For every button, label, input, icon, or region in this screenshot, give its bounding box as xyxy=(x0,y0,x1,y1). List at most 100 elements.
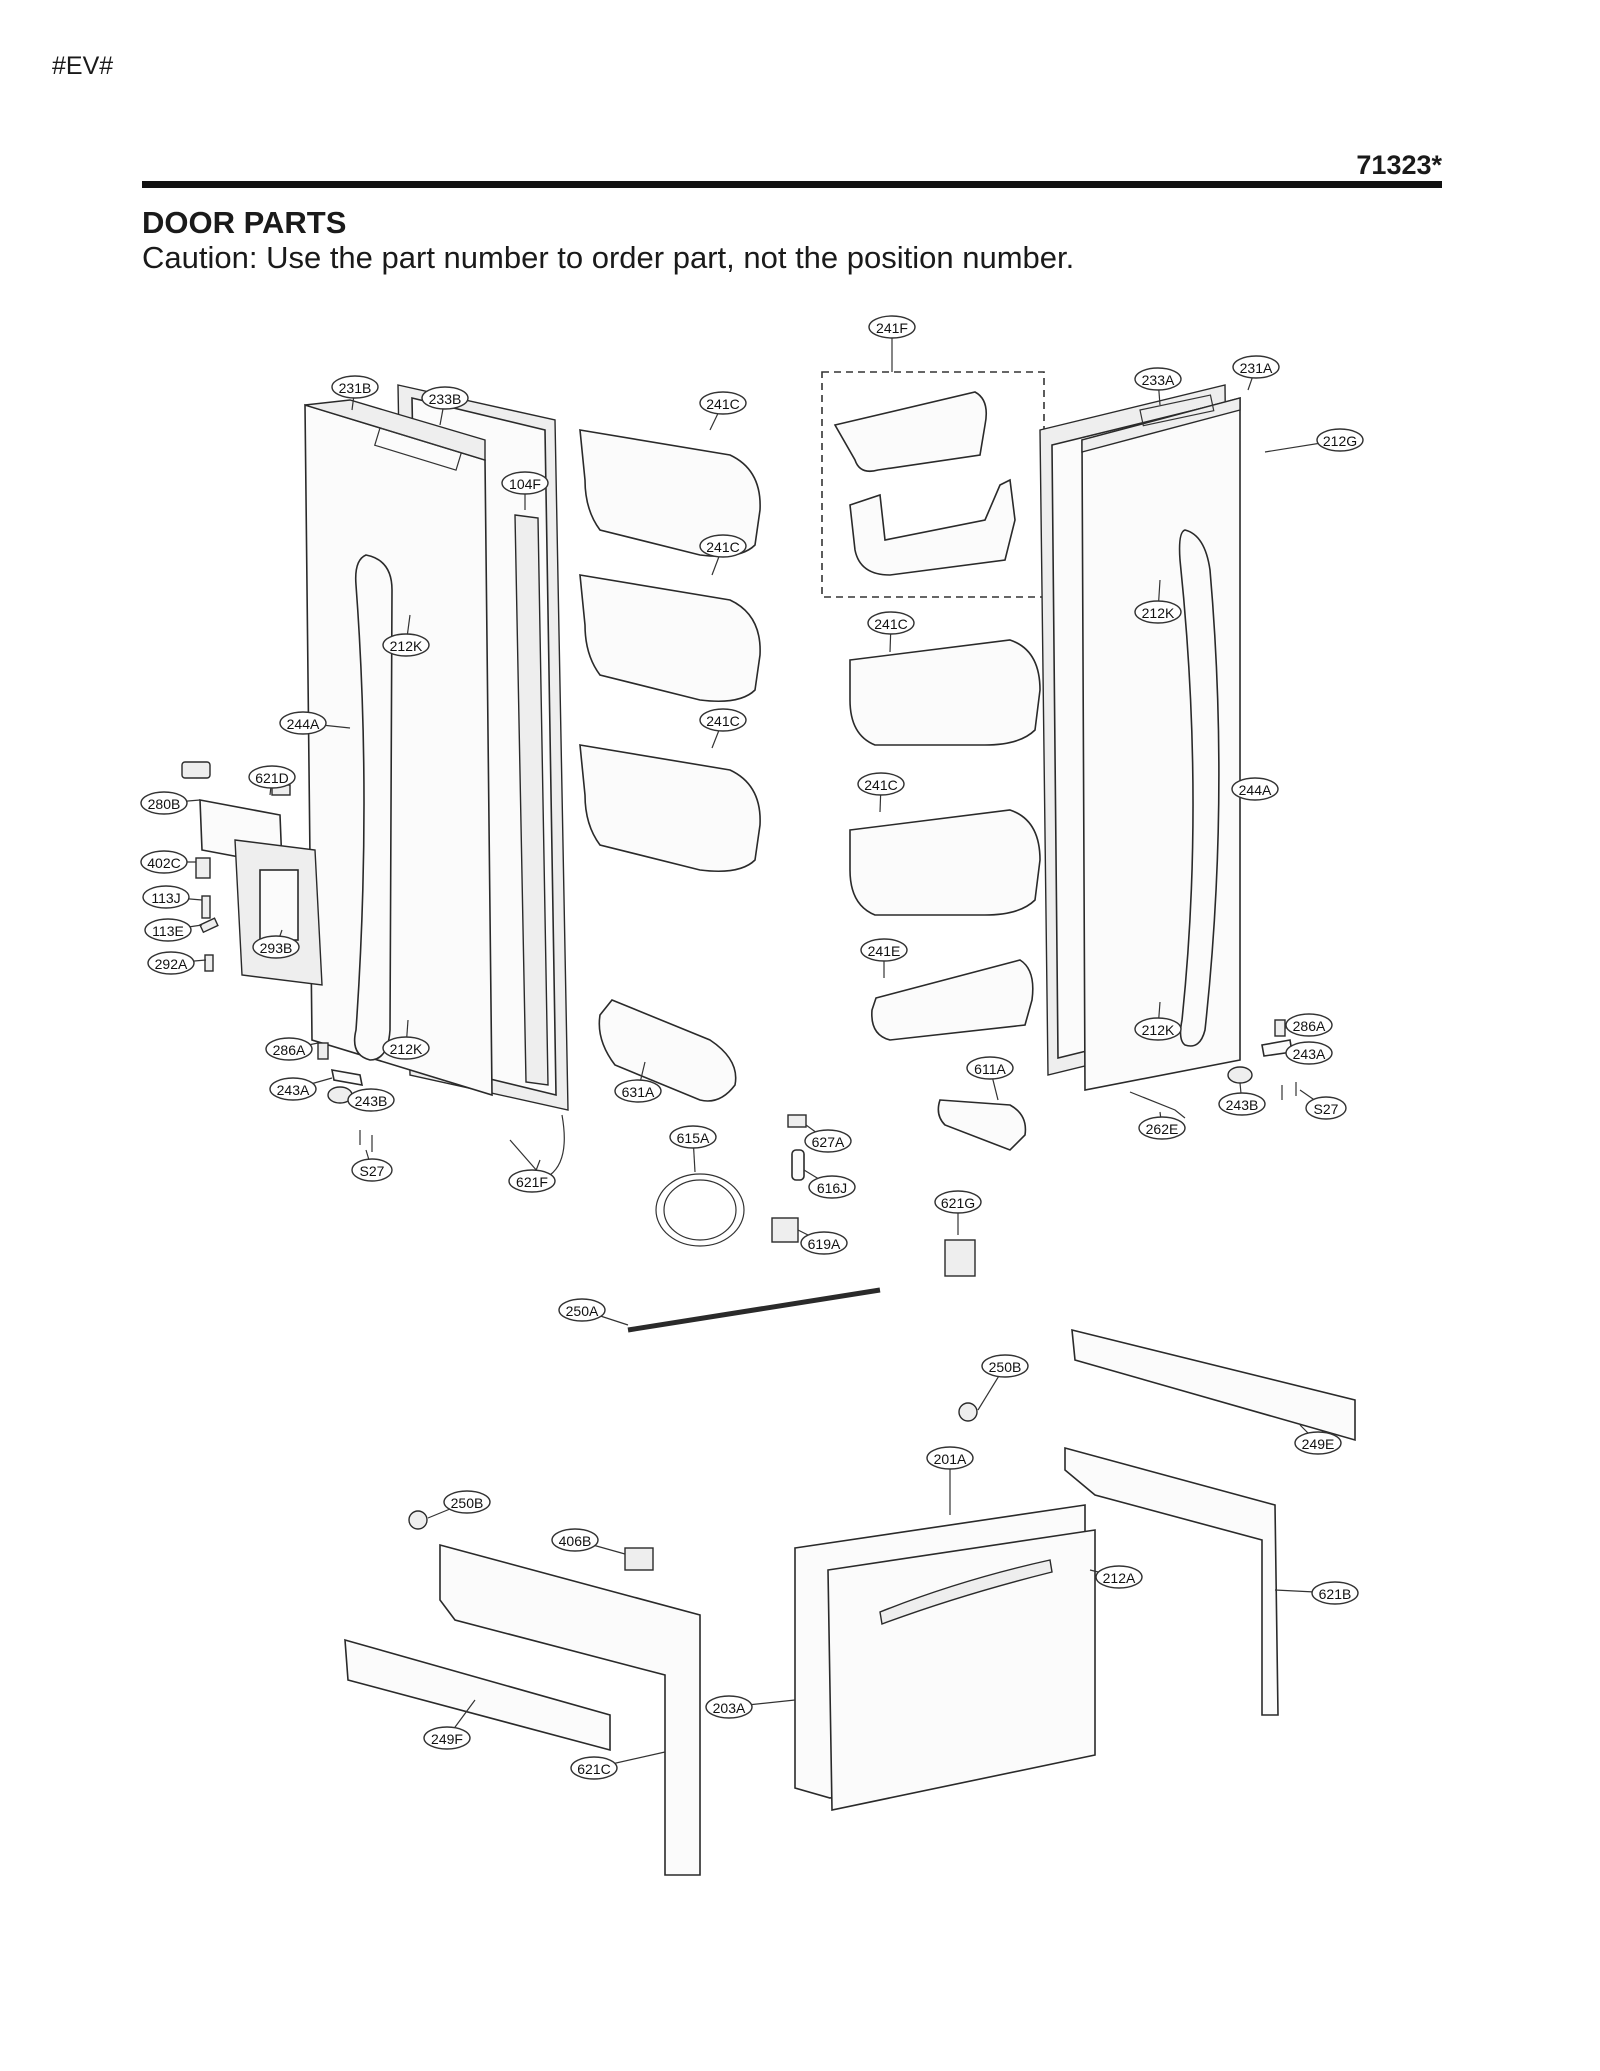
part-callout: 203A xyxy=(705,1695,796,1719)
callout-oval xyxy=(1134,367,1182,391)
callout-oval xyxy=(508,1169,556,1193)
water-filter xyxy=(937,1099,1027,1151)
part-callout: 241C xyxy=(699,391,747,431)
callout-oval xyxy=(269,1077,317,1101)
callout-label: 627A xyxy=(812,1134,845,1150)
part-callout: 406B xyxy=(551,1528,626,1555)
callout-label: 280B xyxy=(148,796,181,812)
part-callout: 241C xyxy=(699,534,747,576)
callout-oval xyxy=(1294,1431,1342,1455)
callout-oval xyxy=(926,1446,974,1470)
callout-oval xyxy=(1232,355,1280,379)
right-door-assembly xyxy=(1039,384,1241,1091)
callout-oval xyxy=(860,938,908,962)
callout-label: 249F xyxy=(431,1731,463,1747)
part-callout: 250B xyxy=(427,1490,491,1519)
callout-label: 619A xyxy=(808,1236,841,1252)
callout-label: 243A xyxy=(1293,1046,1326,1062)
callout-label: 113E xyxy=(152,923,184,939)
part-callout: 615A xyxy=(669,1125,717,1173)
left-door-panel xyxy=(304,403,493,1097)
callout-label: 212K xyxy=(390,638,423,654)
callout-label: 241E xyxy=(868,943,901,959)
callout-oval xyxy=(808,1175,856,1199)
callout-oval xyxy=(1311,1581,1359,1605)
part-callout: 250B xyxy=(977,1354,1029,1411)
callout-oval xyxy=(804,1129,852,1153)
callout-label: 241C xyxy=(864,777,897,793)
water-valve xyxy=(771,1217,799,1243)
callout-label: 250A xyxy=(566,1303,599,1319)
model-number: 71323* xyxy=(1356,150,1442,180)
callout-oval xyxy=(331,375,379,399)
door-bin xyxy=(579,744,761,873)
callout-label: 249E xyxy=(1302,1436,1335,1452)
part-callout: 262E xyxy=(1138,1111,1186,1140)
part-callout: 212G xyxy=(1264,428,1364,453)
part-callout: 286A xyxy=(1284,1013,1333,1037)
part-callout: 231A xyxy=(1232,355,1280,391)
part-callout: 244A xyxy=(279,711,351,735)
part-callout: 212K xyxy=(382,1019,430,1060)
part-callout: 243A xyxy=(1285,1041,1333,1065)
callout-label: 616J xyxy=(817,1180,847,1196)
callout-label: 241C xyxy=(706,396,739,412)
roller-gear xyxy=(958,1402,978,1422)
callout-oval xyxy=(1134,600,1182,624)
callout-oval xyxy=(1231,777,1279,801)
callout-oval xyxy=(347,1088,395,1112)
left-door-bins xyxy=(579,429,761,1102)
part-callout: 212K xyxy=(1134,579,1182,624)
part-callout: 201A xyxy=(926,1446,974,1515)
door-bin-small xyxy=(598,999,737,1102)
caution-note: Caution: Use the part number to order pa… xyxy=(142,240,1075,275)
callout-oval xyxy=(147,951,195,975)
left-door-assembly xyxy=(304,384,569,1111)
callout-label: 231B xyxy=(339,380,372,396)
callout-label: 243B xyxy=(1226,1097,1259,1113)
part-callout: 104F xyxy=(501,471,549,510)
callout-oval xyxy=(614,1079,662,1103)
callout-label: 203A xyxy=(713,1700,746,1716)
callout-label: 212A xyxy=(1103,1570,1136,1586)
bin-group-box xyxy=(821,371,1045,598)
freezer-drawer-assembly xyxy=(344,1328,1356,1876)
callout-label: 262E xyxy=(1146,1121,1179,1137)
callout-label: 241C xyxy=(706,539,739,555)
callout-oval xyxy=(382,1036,430,1060)
callout-oval xyxy=(705,1695,753,1719)
callout-oval xyxy=(1138,1116,1186,1140)
callout-oval xyxy=(1218,1092,1266,1116)
callout-label: 621F xyxy=(516,1174,548,1190)
callout-oval xyxy=(144,918,192,942)
callout-oval xyxy=(1095,1565,1143,1589)
part-callout: 621F xyxy=(508,1159,556,1193)
page-title: DOOR PARTS xyxy=(142,205,347,240)
part-callout: 243B xyxy=(347,1088,395,1112)
callout-label: 286A xyxy=(1293,1018,1326,1034)
callout-label: 231A xyxy=(1240,360,1273,376)
callout-label: 244A xyxy=(1239,782,1272,798)
callout-label: 402C xyxy=(147,855,180,871)
dispenser-assembly xyxy=(181,761,323,986)
callout-oval xyxy=(699,391,747,415)
callout-oval xyxy=(1285,1013,1333,1037)
part-callout: 243A xyxy=(269,1077,333,1101)
callout-label: 293B xyxy=(260,940,293,956)
callout-oval xyxy=(699,708,747,732)
callout-label: 621C xyxy=(577,1761,610,1777)
callout-label: 250B xyxy=(451,1495,484,1511)
part-callout: 616J xyxy=(803,1169,856,1199)
part-callout: 280B xyxy=(140,791,201,815)
part-callout: 611A xyxy=(966,1056,1014,1101)
left-door-handle xyxy=(353,554,393,1061)
callout-label: 292A xyxy=(155,956,188,972)
water-tube-coil xyxy=(655,1173,745,1247)
hinge-hardware xyxy=(317,1019,1297,1152)
part-callout: 402C xyxy=(140,850,196,874)
callout-oval xyxy=(699,534,747,558)
part-callout: 113E xyxy=(144,918,203,942)
part-callout: 241E xyxy=(860,938,908,978)
part-callout: 293B xyxy=(252,929,300,959)
